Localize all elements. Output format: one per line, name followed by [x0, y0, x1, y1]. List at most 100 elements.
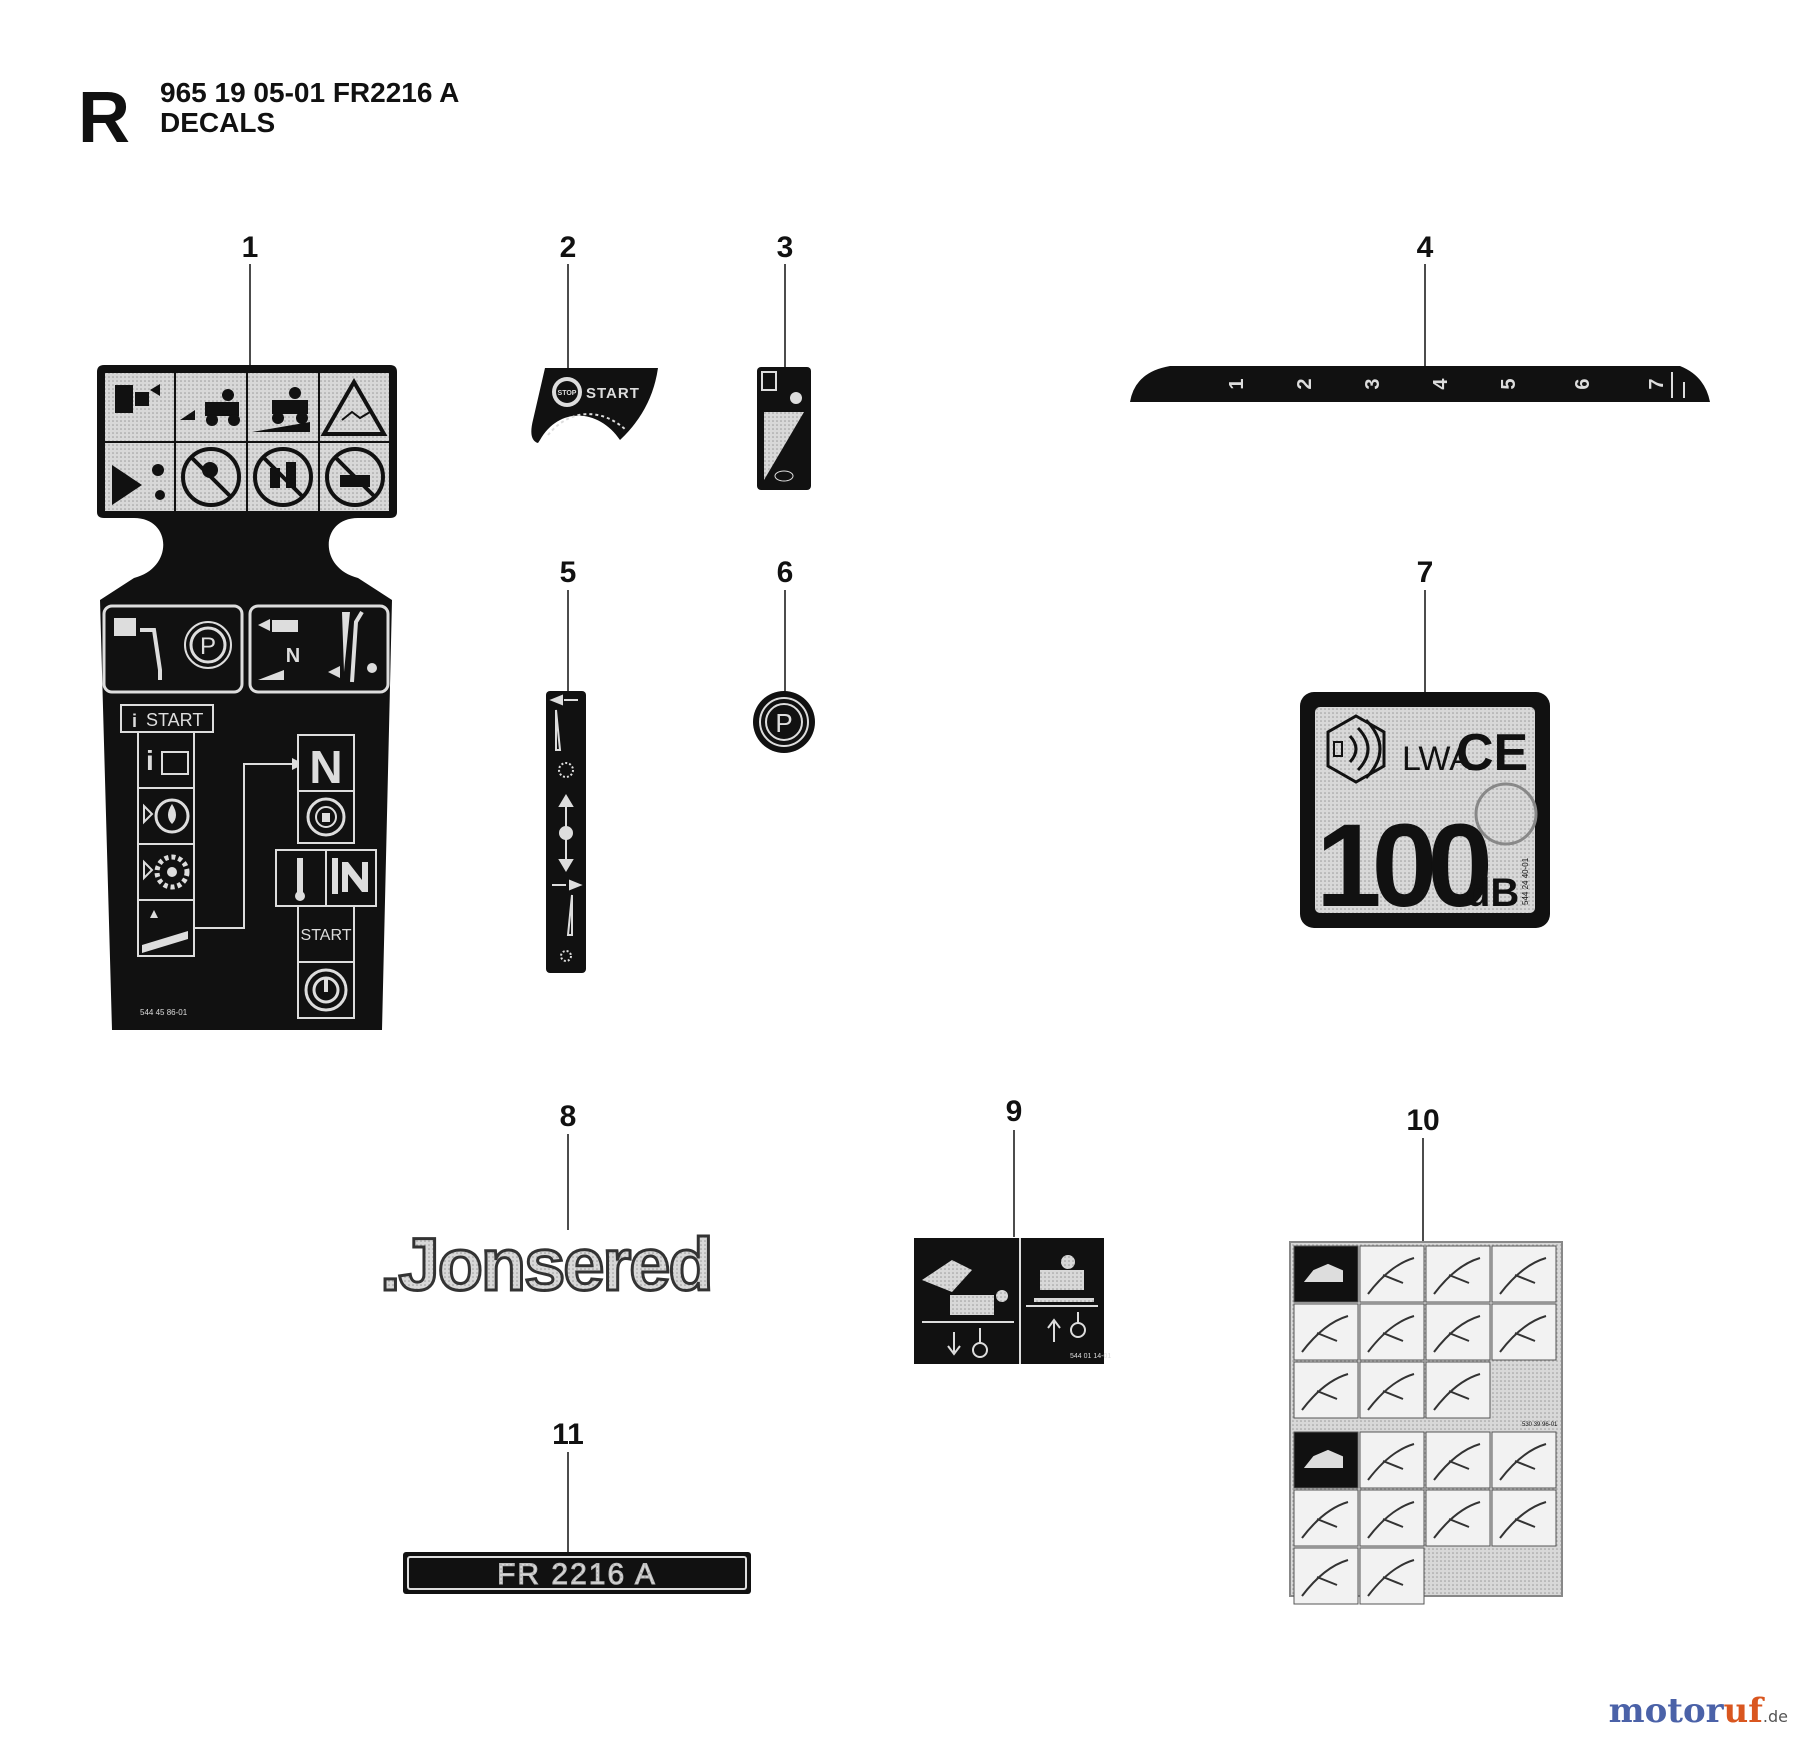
- ear-protection-icon: [1474, 782, 1538, 846]
- instruction-sketch-icon: [1367, 1373, 1415, 1411]
- manual-book-icon: i: [146, 745, 189, 776]
- cut-height-arrow-icon: [1671, 372, 1685, 398]
- decal-7-lwa-label: LWA: [1402, 740, 1472, 778]
- instruction-sketch-icon: [1433, 1443, 1481, 1481]
- decal-1-neutral-small: N: [286, 645, 300, 667]
- instruction-sketch-icon: [1367, 1315, 1415, 1353]
- no-passengers-icon: [325, 447, 385, 507]
- instruction-sketch-icon: [1433, 1373, 1481, 1411]
- decal-1-drive-panel: [248, 604, 390, 694]
- instruction-sketch-icon: [1367, 1501, 1415, 1539]
- thrown-objects-icon: [112, 464, 165, 505]
- no-slope-icon: [181, 447, 241, 507]
- instruction-sketch-icon: [1499, 1501, 1547, 1539]
- mower-raised-icon: [1034, 1255, 1094, 1302]
- choke-gear-icon: [143, 854, 190, 890]
- scale-mark-6: 6: [1572, 378, 1594, 389]
- decal-10-instruction-grid[interactable]: 530 39 96-01: [1289, 1241, 1563, 1605]
- leader-lines: [249, 264, 1426, 1553]
- decal-6-park-symbol: P: [775, 708, 792, 738]
- scale-mark-3: 3: [1362, 378, 1384, 389]
- ignition-icon: [304, 968, 348, 1012]
- decal-7-noise-label[interactable]: LWA CE 100 dB 544 24 40-01: [1300, 692, 1550, 932]
- decal-1-operator-panel[interactable]: P N i START i N: [97, 365, 397, 1030]
- sheet-title-block: 965 19 05-01 FR2216 A DECALS: [160, 78, 459, 138]
- svg-text:i: i: [146, 745, 154, 776]
- scale-mark-4: 4: [1430, 378, 1452, 390]
- instruction-cell: [1293, 1303, 1359, 1361]
- instruction-cell: [1425, 1431, 1491, 1489]
- decal-4-height-scale[interactable]: 1 2 3 4 5 6 7: [1130, 366, 1710, 402]
- callout-5[interactable]: 5: [559, 556, 577, 589]
- instruction-sketch-icon: [1303, 1263, 1343, 1282]
- instruction-sketch-icon: [1301, 1315, 1349, 1353]
- callout-2[interactable]: 2: [559, 231, 577, 264]
- pto-engage-icon: [115, 384, 160, 413]
- decal-1-neutral-label: N: [309, 741, 342, 793]
- mower-slope-icon: [252, 387, 310, 432]
- decal-3-throttle-strip[interactable]: [757, 367, 811, 490]
- callout-1[interactable]: 1: [241, 231, 259, 264]
- instruction-sketch-icon: [1433, 1315, 1481, 1353]
- decal-1-park-symbol: P: [200, 633, 216, 660]
- cut-height-icon: [180, 389, 240, 426]
- lock-icon: [306, 797, 346, 837]
- decal-2-stop-label: STOP: [558, 390, 577, 397]
- decal-7-unit: dB: [1466, 871, 1519, 915]
- decal-11-model-plate[interactable]: FR 2216 A: [403, 1552, 751, 1594]
- decal-6-park-disc[interactable]: P: [753, 691, 815, 753]
- decal-5-lever-strip[interactable]: [546, 691, 586, 973]
- decal-2-stop-start[interactable]: STOP START: [531, 368, 658, 443]
- watermark-accent: uf: [1723, 1691, 1763, 1731]
- info-icon: i: [132, 711, 137, 731]
- decal-8-brand-logo[interactable]: .Jonsered: [379, 1222, 716, 1308]
- instruction-cell: [1425, 1489, 1491, 1547]
- decal-10-cells: [1293, 1245, 1557, 1605]
- decal-11-model-label: FR 2216 A: [497, 1558, 657, 1591]
- decal-1-brake-panel: [102, 604, 244, 694]
- parking-brake-pedal-icon: [114, 618, 232, 680]
- callout-8[interactable]: 8: [559, 1100, 577, 1133]
- instruction-cell: [1359, 1489, 1425, 1547]
- instruction-cell: [1293, 1361, 1359, 1419]
- instruction-cell: [1491, 1303, 1557, 1361]
- decal-1-connector: [194, 763, 292, 929]
- instruction-sketch-icon: [1301, 1373, 1349, 1411]
- scale-mark-5: 5: [1498, 378, 1520, 389]
- instruction-cell: [1491, 1245, 1557, 1303]
- instruction-sketch-icon: [1303, 1449, 1343, 1468]
- decal-9-part-code: 544 01 14-01: [1070, 1353, 1111, 1360]
- fuel-icon: [143, 798, 190, 834]
- section-letter: R: [78, 78, 130, 158]
- part-number-line: 965 19 05-01 FR2216 A: [160, 77, 460, 108]
- instruction-cell: [1293, 1547, 1359, 1605]
- mower-lift-icon: [142, 910, 188, 953]
- instruction-cell: [1425, 1303, 1491, 1361]
- instruction-cell: [1359, 1245, 1425, 1303]
- turtle-icon: [774, 470, 794, 482]
- jonsered-logo: .Jonsered: [380, 1223, 712, 1306]
- callout-9[interactable]: 9: [1005, 1095, 1023, 1128]
- decal-1-start-label: START: [146, 710, 203, 730]
- instruction-sketch-icon: [1367, 1257, 1415, 1295]
- callout-4[interactable]: 4: [1416, 231, 1434, 264]
- decal-9-mower-position[interactable]: 544 01 14-01: [914, 1238, 1111, 1364]
- throttle-icon: [295, 858, 368, 901]
- watermark-main: motor: [1608, 1691, 1724, 1731]
- warning-triangle-icon: [320, 377, 388, 436]
- callout-7[interactable]: 7: [1416, 556, 1434, 589]
- callout-11[interactable]: 11: [552, 1418, 584, 1451]
- instruction-sketch-icon: [1433, 1257, 1481, 1295]
- decal-10-part-code: 530 39 96-01: [1522, 1422, 1558, 1428]
- callout-10[interactable]: 10: [1406, 1104, 1440, 1137]
- keep-children-away-icon: [253, 447, 313, 507]
- callout-6[interactable]: 6: [776, 556, 794, 589]
- instruction-cell: [1359, 1303, 1425, 1361]
- scale-mark-7: 7: [1646, 378, 1668, 389]
- instruction-cell: [1359, 1431, 1425, 1489]
- callout-3[interactable]: 3: [776, 231, 794, 264]
- instruction-sketch-icon: [1433, 1501, 1481, 1539]
- mower-lowered-icon: [922, 1260, 1008, 1315]
